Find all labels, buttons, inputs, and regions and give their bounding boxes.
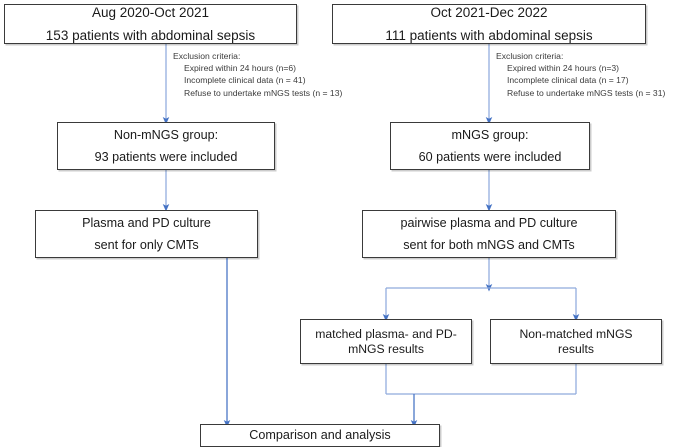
left-cohort-period: Aug 2020-Oct 2021 <box>91 4 210 20</box>
right-exclusion-heading: Exclusion criteria: <box>496 51 564 61</box>
box-mngs-group: mNGS group: 60 patients were included <box>390 122 590 170</box>
left-exclusion-criteria: Exclusion criteria: Expired within 24 ho… <box>173 50 342 99</box>
left-cohort-patients: 153 patients with abdominal sepsis <box>45 27 256 43</box>
box-right-cohort: Oct 2021-Dec 2022 111 patients with abdo… <box>332 4 646 44</box>
right-exclusion-item-1: Expired within 24 hours (n=3) <box>507 63 620 74</box>
left-exclusion-item-1: Expired within 24 hours (n=6) <box>184 63 297 74</box>
box-comparison-and-analysis: Comparison and analysis <box>200 424 440 447</box>
right-culture-line-2: sent for both mNGS and CMTs <box>403 237 575 252</box>
mngs-group-name: mNGS group: <box>451 128 529 143</box>
left-culture-line-2: sent for only CMTs <box>94 237 199 252</box>
left-exclusion-item-3: Refuse to undertake mNGS tests (n = 13) <box>184 87 343 98</box>
non-mngs-group-count: 93 patients were included <box>94 149 238 164</box>
mngs-group-count: 60 patients were included <box>418 149 562 164</box>
left-culture-line-1: Plasma and PD culture <box>82 216 211 231</box>
comparison-label: Comparison and analysis <box>249 428 391 443</box>
right-cohort-period: Oct 2021-Dec 2022 <box>430 4 548 20</box>
non-matched-results-line-2: results <box>558 341 594 356</box>
right-exclusion-item-2: Incomplete clinical data (n = 17) <box>507 75 629 86</box>
box-non-matched-results: Non-matched mNGS results <box>490 319 662 364</box>
box-matched-results: matched plasma- and PD- mNGS results <box>300 319 472 364</box>
non-mngs-group-name: Non-mNGS group: <box>113 128 219 143</box>
box-left-culture: Plasma and PD culture sent for only CMTs <box>35 210 258 258</box>
right-exclusion-criteria: Exclusion criteria: Expired within 24 ho… <box>496 50 665 99</box>
box-left-cohort: Aug 2020-Oct 2021 153 patients with abdo… <box>4 4 297 44</box>
right-culture-line-1: pairwise plasma and PD culture <box>400 216 578 231</box>
box-right-culture: pairwise plasma and PD culture sent for … <box>362 210 616 258</box>
box-non-mngs-group: Non-mNGS group: 93 patients were include… <box>57 122 275 170</box>
matched-results-line-1: matched plasma- and PD- <box>315 327 457 342</box>
right-cohort-patients: 111 patients with abdominal sepsis <box>385 27 593 43</box>
non-matched-results-line-1: Non-matched mNGS <box>519 327 633 342</box>
right-exclusion-item-3: Refuse to undertake mNGS tests (n = 31) <box>507 87 666 98</box>
left-exclusion-heading: Exclusion criteria: <box>173 51 241 61</box>
matched-results-line-2: mNGS results <box>348 341 424 356</box>
left-exclusion-item-2: Incomplete clinical data (n = 41) <box>184 75 306 86</box>
